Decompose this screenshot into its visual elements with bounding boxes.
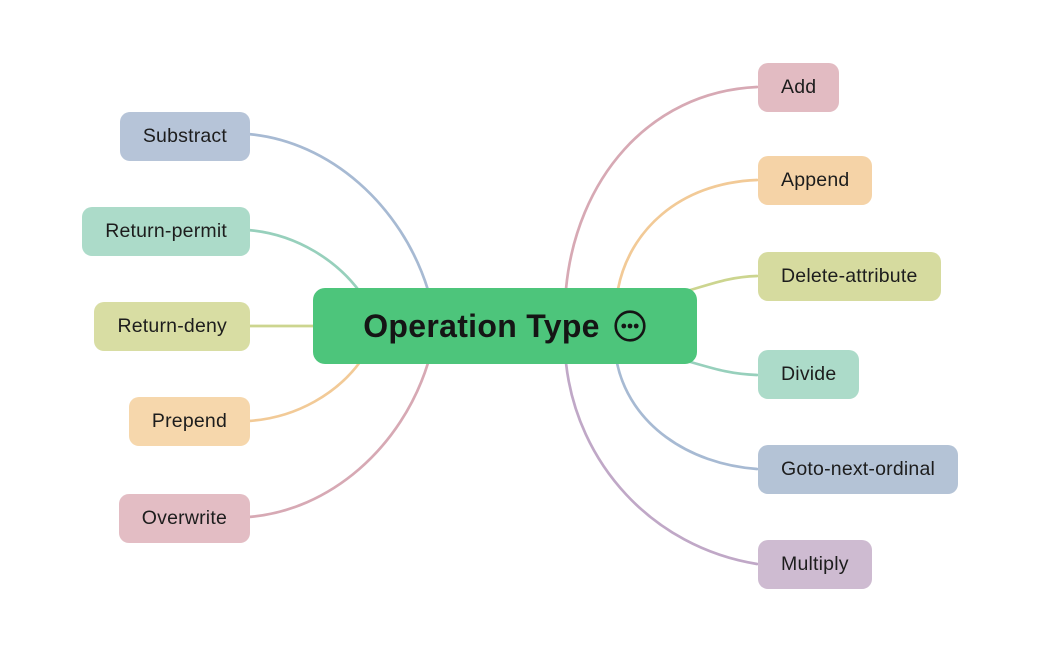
node-label: Prepend bbox=[151, 410, 227, 432]
node-label: Append bbox=[781, 169, 850, 191]
node-return-permit[interactable]: Return-permit bbox=[82, 207, 250, 256]
connector-append bbox=[616, 178, 759, 291]
node-divide[interactable]: Divide bbox=[758, 350, 860, 399]
node-overwrite[interactable]: Overwrite bbox=[118, 494, 250, 543]
node-prepend[interactable]: Prepend bbox=[128, 397, 250, 446]
node-label: Delete-attribute bbox=[781, 265, 918, 287]
node-label: Overwrite bbox=[141, 507, 227, 529]
central-node-label: Operation Type bbox=[363, 307, 600, 344]
node-append[interactable]: Append bbox=[758, 156, 873, 205]
connector-add bbox=[564, 85, 759, 291]
node-return-deny[interactable]: Return-deny bbox=[94, 302, 250, 351]
connector-multiply bbox=[564, 361, 759, 566]
node-label: Divide bbox=[781, 363, 837, 385]
connector-goto-next-ordinal bbox=[615, 361, 759, 471]
node-label: Multiply bbox=[781, 553, 849, 575]
connector-return-permit bbox=[246, 228, 362, 294]
node-label: Goto-next-ordinal bbox=[781, 458, 936, 480]
connector-prepend bbox=[246, 360, 362, 423]
node-add[interactable]: Add bbox=[758, 63, 840, 112]
node-label: Return-deny bbox=[117, 315, 227, 337]
node-substract[interactable]: Substract bbox=[119, 112, 250, 161]
connector-overwrite bbox=[246, 361, 430, 519]
node-label: Add bbox=[781, 76, 817, 98]
node-multiply[interactable]: Multiply bbox=[758, 540, 872, 589]
node-label: Return-permit bbox=[105, 220, 227, 242]
central-node-operation-type[interactable]: Operation Type bbox=[313, 288, 697, 364]
node-label: Substract bbox=[142, 125, 227, 147]
node-delete-attribute[interactable]: Delete-attribute bbox=[758, 252, 941, 301]
connector-substract bbox=[246, 132, 430, 292]
node-goto-next-ordinal[interactable]: Goto-next-ordinal bbox=[758, 445, 959, 494]
ellipsis-circle-icon[interactable] bbox=[613, 309, 647, 343]
